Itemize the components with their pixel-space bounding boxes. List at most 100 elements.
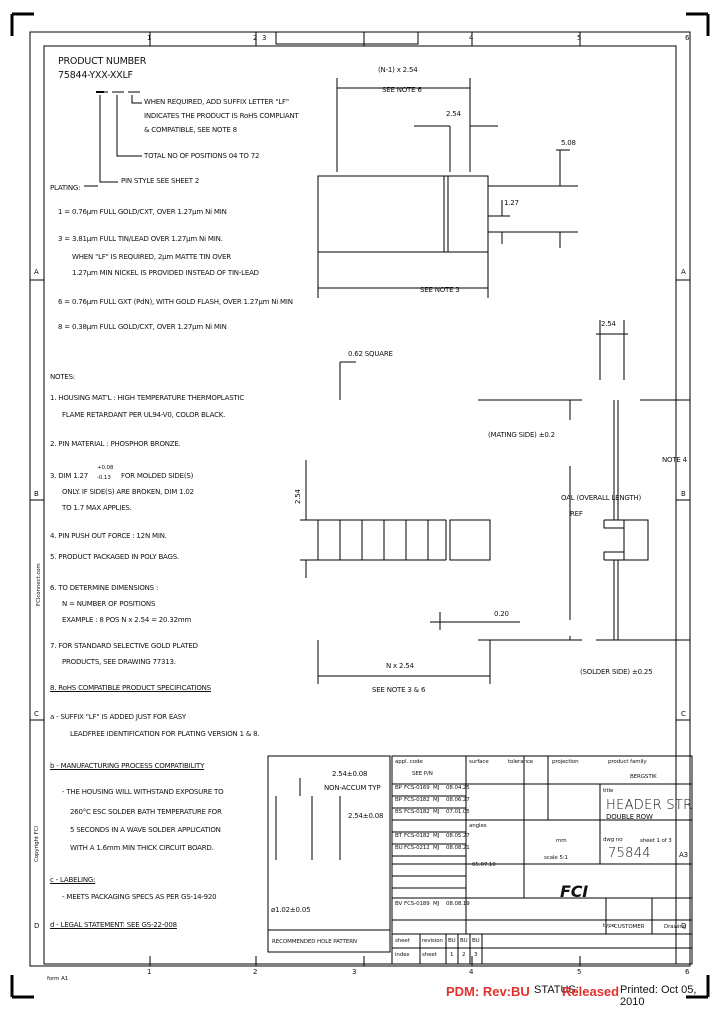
note-line: 4. PIN PUSH OUT FORCE : 12N MIN. <box>50 532 167 540</box>
dim-label: (SOLDER SIDE) ±0.25 <box>580 668 653 676</box>
title-block-label: type <box>603 923 615 929</box>
plating-heading: PLATING: <box>50 184 81 192</box>
callout-text: PIN STYLE SEE SHEET 2 <box>121 177 200 185</box>
note-line: 1. HOUSING MAT'L : HIGH TEMPERATURE THER… <box>50 394 245 402</box>
title-block-value: scale 5:1 <box>544 855 568 861</box>
row-label: B <box>681 490 686 498</box>
dim-label: (MATING SIDE) ±0.2 <box>488 431 555 439</box>
note-line: - THE HOUSING WILL WITHSTAND EXPOSURE TO <box>62 788 224 796</box>
pdm-revision: PDM: Rev:BU <box>446 984 530 999</box>
dim-label: SEE NOTE 3 <box>420 286 460 294</box>
rev-cell: BU <box>395 845 403 851</box>
rev-cell: BP <box>395 785 402 791</box>
note-line: 260°C ESC SOLDER BATH TEMPERATURE FOR <box>70 808 222 816</box>
column-label: 2 <box>253 968 258 976</box>
rev-cell: MJ <box>433 785 440 791</box>
column-label: 2 <box>253 34 258 42</box>
note-line: 6. TO DETERMINE DIMENSIONS : <box>50 584 159 592</box>
index-cell: 2 <box>462 952 466 958</box>
product-number-code: 75844-YXX-XXLF <box>58 70 133 81</box>
index-cell: BU <box>472 938 480 944</box>
rev-cell: BT <box>395 833 402 839</box>
tolerance-minus: -0.13 <box>97 475 111 481</box>
rev-cell: FCS-0182 <box>404 809 430 815</box>
note-line: 5 SECONDS IN A WAVE SOLDER APPLICATION <box>70 826 221 834</box>
rev-cell: FCS-0182 <box>404 797 430 803</box>
printed-date: Printed: Oct 05, 2010 <box>620 984 697 1008</box>
dim-label: OAL (OVERALL LENGTH) <box>561 494 642 502</box>
note-line: a - SUFFIX "LF" IS ADDED JUST FOR EASY <box>50 713 186 721</box>
dim-label: ø1.02±0.05 <box>271 906 311 914</box>
plating-item: 1 = 0.76µm FULL GOLD/CXT, OVER 1.27µm Ni… <box>58 208 227 216</box>
row-label: D <box>34 922 40 930</box>
rev-cell: FCS-0182 <box>404 833 430 839</box>
column-label: 3 <box>352 968 357 976</box>
index-cell: BU <box>460 938 468 944</box>
dim-label: N x 2.54 <box>386 662 414 670</box>
rev-cell: 08.06.27 <box>446 797 470 803</box>
title-block-label: projection <box>552 759 579 765</box>
hole-pattern-caption: RECOMMENDED HOLE PATTERN <box>272 939 357 945</box>
title-block-value: SEE P/N <box>412 771 433 777</box>
note-line: 7. FOR STANDARD SELECTIVE GOLD PLATED <box>50 642 198 650</box>
title-block-label: title <box>603 788 614 794</box>
note-line: N = NUMBER OF POSITIONS <box>62 600 156 608</box>
note-line: 2. PIN MATERIAL : PHOSPHOR BRONZE. <box>50 440 181 448</box>
dim-label: REF <box>570 510 583 518</box>
dim-label: 2.54±0.08 <box>332 770 368 778</box>
dim-label: 1.27 <box>504 199 519 207</box>
title-block-label: appl. code <box>395 759 423 765</box>
rev-cell: FCS-0189 <box>404 901 430 907</box>
rev-cell: MJ <box>433 901 440 907</box>
rev-cell: 08.08.19 <box>446 901 470 907</box>
fci-connect-text: FCIconnect.com <box>36 563 42 606</box>
copyright-text: Copyright FCI <box>34 826 40 862</box>
rev-cell: MJ <box>433 809 440 815</box>
dim-label: NOTE 4 <box>662 456 687 464</box>
dim-label: 2.54 <box>294 489 302 504</box>
rev-cell: BV <box>395 901 403 907</box>
plating-item: 8 = 0.38µm FULL GOLD/CXT, OVER 1.27µm Ni… <box>58 323 227 331</box>
title-block-value: Drawing <box>664 924 687 930</box>
plating-item: 3 = 3.81µm FULL TIN/LEAD OVER 1.27µm Ni … <box>58 235 223 243</box>
drawing-title-line2: DOUBLE ROW <box>606 813 653 821</box>
dim-label: NON-ACCUM TYP <box>324 784 381 792</box>
drawing-number: 75844 <box>608 846 651 861</box>
dim-label: 0.62 SQUARE <box>348 350 393 358</box>
row-label: C <box>681 710 686 718</box>
note-line: TO 1.7 MAX APPLIES. <box>62 504 132 512</box>
dim-label: 5.08 <box>561 139 576 147</box>
title-block-label: dwg no <box>603 837 623 843</box>
callout-text: WHEN REQUIRED, ADD SUFFIX LETTER "LF" <box>144 98 289 106</box>
column-label: 1 <box>147 968 152 976</box>
note-line: 3. DIM 1.27 <box>50 472 89 480</box>
column-label: 5 <box>577 968 582 976</box>
row-label: A <box>34 268 39 276</box>
note-line: FLAME RETARDANT PER UL94-V0, COLOR BLACK… <box>62 411 226 419</box>
title-block-value: sheet 1 of 3 <box>640 838 672 844</box>
callout-text: TOTAL NO OF POSITIONS 04 TO 72 <box>144 152 260 160</box>
product-number-heading: PRODUCT NUMBER <box>58 56 147 67</box>
index-cell: 1 <box>450 952 454 958</box>
index-cell: revision <box>422 938 443 944</box>
row-label: C <box>34 710 39 718</box>
column-label: 4 <box>469 34 474 42</box>
note-line: EXAMPLE : 8 POS N x 2.54 = 20.32mm <box>62 616 192 624</box>
note-line: FOR MOLDED SIDE(S) <box>121 472 194 480</box>
note-line: PRODUCTS, SEE DRAWING 77313. <box>62 658 176 666</box>
note-line: 5. PRODUCT PACKAGED IN POLY BAGS. <box>50 553 180 561</box>
title-block-value: mm <box>556 838 567 844</box>
row-label: B <box>34 490 39 498</box>
index-cell: BU <box>448 938 456 944</box>
dim-label: SEE NOTE 3 & 6 <box>372 686 426 694</box>
dim-label: 2.54 <box>446 110 461 118</box>
rev-cell: FCS-0212 <box>404 845 430 851</box>
note-line: b - MANUFACTURING PROCESS COMPATIBILITY <box>50 762 205 770</box>
row-label: D <box>681 922 687 930</box>
title-block-label: product family <box>608 759 647 765</box>
note-line: - MEETS PACKAGING SPECS AS PER GS-14-920 <box>62 893 217 901</box>
title-block-label: surface <box>469 759 489 765</box>
dim-label: 2.54 <box>601 320 616 328</box>
